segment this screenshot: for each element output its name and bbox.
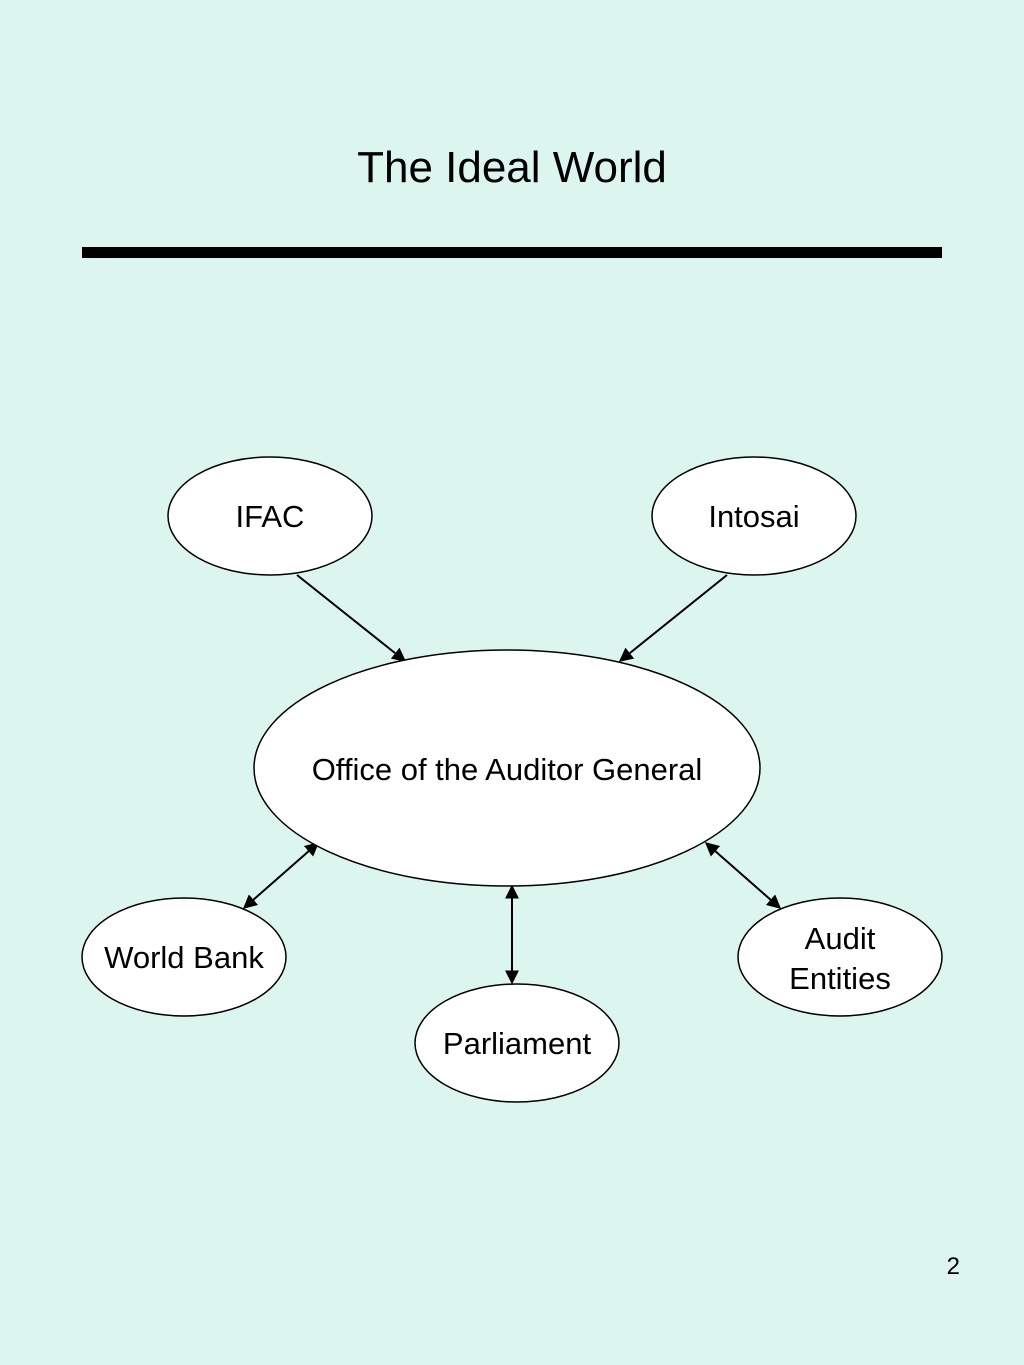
edge-intosai-to-oag [618,574,728,662]
node-world-bank: World Bank [81,897,287,1017]
page-number: 2 [946,1253,960,1280]
edge-ifac-to-oag [296,574,407,662]
node-parliament-shape [414,983,620,1103]
node-parliament: Parliament [414,983,620,1103]
node-audit-entities-label-line-1: Audit [805,921,876,956]
node-intosai-label: Intosai [708,499,799,534]
node-ifac-label: IFAC [236,499,305,534]
node-parliament-label: Parliament [443,1026,592,1061]
node-audit-entities-shape [737,897,943,1017]
edge-oag-world-bank [242,842,320,909]
node-audit-entities: Audit Entities [737,897,943,1017]
node-world-bank-shape [81,897,287,1017]
node-intosai: Intosai [651,456,857,576]
node-intosai-shape [651,456,857,576]
node-oag-shape [253,649,761,887]
node-ifac: IFAC [167,456,373,576]
node-audit-entities-label-line-2: Entities [789,961,891,996]
node-oag-label: Office of the Auditor General [312,752,703,787]
node-world-bank-label: World Bank [104,940,264,975]
edge-oag-audit-entities [704,842,782,909]
node-ifac-shape [167,456,373,576]
node-oag: Office of the Auditor General [253,649,761,887]
slide-title: The Ideal World [357,143,667,192]
title-rule [82,247,942,258]
